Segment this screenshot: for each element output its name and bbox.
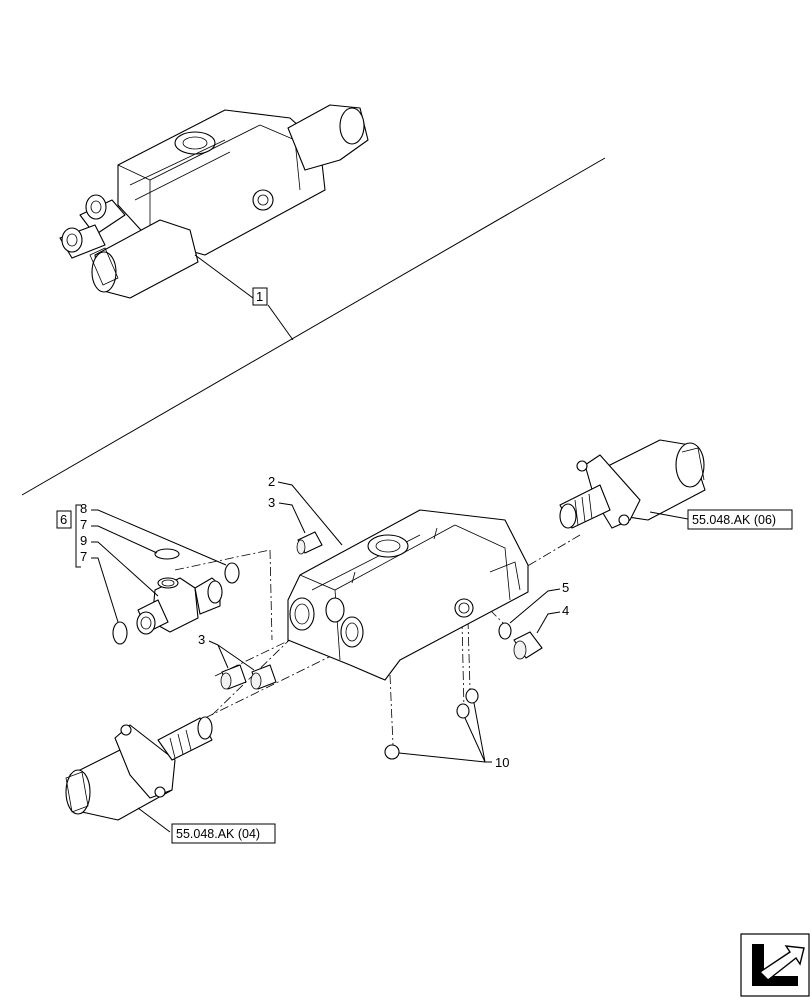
callout-10: 10	[495, 755, 509, 770]
separator-line	[21, 157, 606, 496]
callout-3-top: 3	[268, 495, 275, 510]
callout-7-lower: 7	[80, 549, 87, 564]
callout-box-1	[252, 287, 268, 306]
callout-4: 4	[562, 603, 569, 618]
o-ring-part-8	[224, 562, 240, 584]
solenoid-left	[65, 716, 213, 821]
o-ring-part-7-lower	[112, 621, 128, 645]
screw-plug-part-3-top	[296, 531, 323, 555]
callout-8: 8	[80, 501, 87, 516]
screw-plug-part-3-lower	[220, 664, 277, 690]
reference-solenoid-right: 55.048.AK (06)	[692, 513, 776, 527]
callout-7-upper: 7	[80, 517, 87, 532]
assembled-valve-illustration	[59, 104, 369, 299]
callout-2: 2	[268, 474, 275, 489]
callout-9: 9	[80, 533, 87, 548]
plugs-part-10	[384, 688, 479, 760]
fitting-part-9	[136, 577, 223, 635]
solenoid-right	[559, 439, 706, 529]
o-ring-part-7-upper	[154, 548, 180, 560]
reference-box-right	[687, 509, 793, 530]
callout-5: 5	[562, 580, 569, 595]
next-page-arrow-icon[interactable]	[740, 933, 810, 997]
callout-6: 6	[60, 512, 67, 527]
valve-body-part-2	[287, 509, 529, 681]
callout-1: 1	[256, 289, 263, 304]
callout-3-lower: 3	[198, 632, 205, 647]
reference-box-left	[171, 823, 276, 844]
plug-part-4	[513, 631, 543, 660]
callout-box-6	[56, 510, 72, 529]
reference-solenoid-left: 55.048.AK (04)	[176, 827, 260, 841]
seal-part-5	[498, 622, 512, 640]
